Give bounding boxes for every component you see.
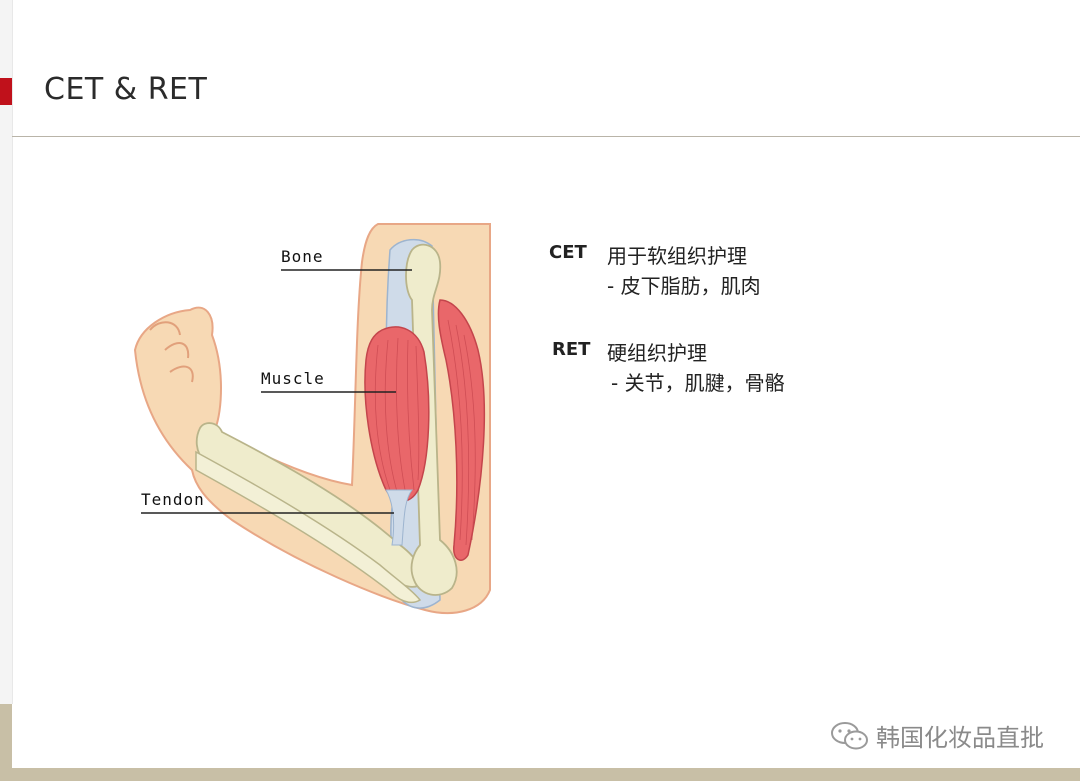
ret-description-line1: 硬组织护理 [607,341,707,365]
muscle-label: Muscle [261,369,325,388]
ret-description-line2: - 关节，肌腱，骨骼 [611,371,785,395]
watermark: 韩国化妆品直批 [830,718,1044,753]
title-divider [12,136,1080,137]
forearm-bone-2 [195,450,422,604]
ret-term: RET [552,339,591,360]
biceps-tendon [385,489,414,546]
tendon-label: Tendon [141,490,205,509]
wechat-icon [831,721,868,749]
slide-title: CET & RET [44,72,208,107]
cet-term: CET [549,242,587,263]
footer-inner [12,704,1080,768]
watermark-text: 韩国化妆品直批 [876,724,1044,752]
cet-description-line1: 用于软组织护理 [607,244,747,268]
muscle-fibers [374,319,476,546]
title-accent-marker [0,78,12,105]
cet-description-line2: - 皮下脂肪，肌肉 [607,274,761,298]
left-border [0,0,13,781]
bone-label: Bone [281,247,324,266]
fist-fingers [149,321,194,383]
